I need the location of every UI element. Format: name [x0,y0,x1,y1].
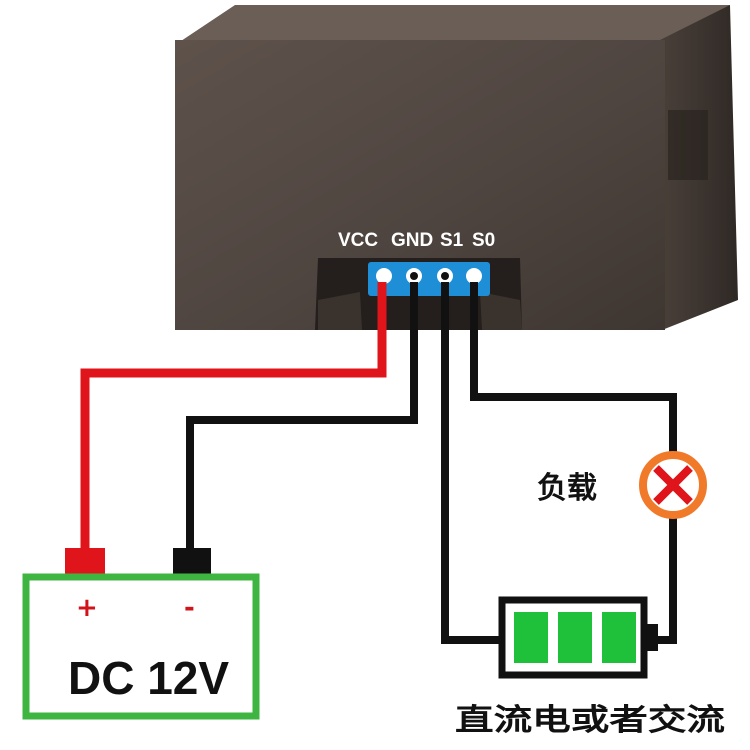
opening-lip-right [480,292,522,330]
pin-label-gnd: GND [391,230,433,251]
dc-terminal-negative [173,548,211,574]
dc-negative-sign: - [184,593,195,623]
wire-s1-black [441,282,505,644]
pin-labels: VCC GND S1 S0 [338,230,495,251]
terminal-block-body [368,262,490,296]
wires [80,282,677,644]
battery-cell-2 [558,612,592,663]
module-side-slot [668,110,708,180]
battery-cell-3 [602,612,636,663]
load-cross-b [653,465,693,505]
dc-supply-body [22,573,260,720]
terminal-block [368,262,490,296]
dc-terminal-positive [65,548,105,574]
terminal-hole-s1 [441,272,449,280]
opening-lip-left [318,292,362,330]
terminal-screw-s0 [466,268,482,284]
pin-label-s0: S0 [472,230,495,251]
dc-supply: + - DC 12V [22,548,260,720]
load-label: 负载 [537,471,597,506]
wire-s0-black [470,282,677,644]
module-top-face [175,5,730,45]
wire-gnd-black [186,282,418,555]
source-label: 直流电或者交流 [455,703,725,738]
source-battery [498,596,658,679]
dc-supply-label: DC 12V [68,652,229,704]
wire-vcc-red [80,282,387,555]
terminal-screw-vcc [376,268,392,284]
load-symbol [639,451,707,519]
battery-cell-1 [514,612,548,663]
source-battery-terminal [644,624,658,651]
pin-label-s1: S1 [440,230,464,251]
dc-positive-sign: + [76,593,98,623]
pin-label-vcc: VCC [338,230,378,251]
terminal-hole-gnd [410,272,418,280]
